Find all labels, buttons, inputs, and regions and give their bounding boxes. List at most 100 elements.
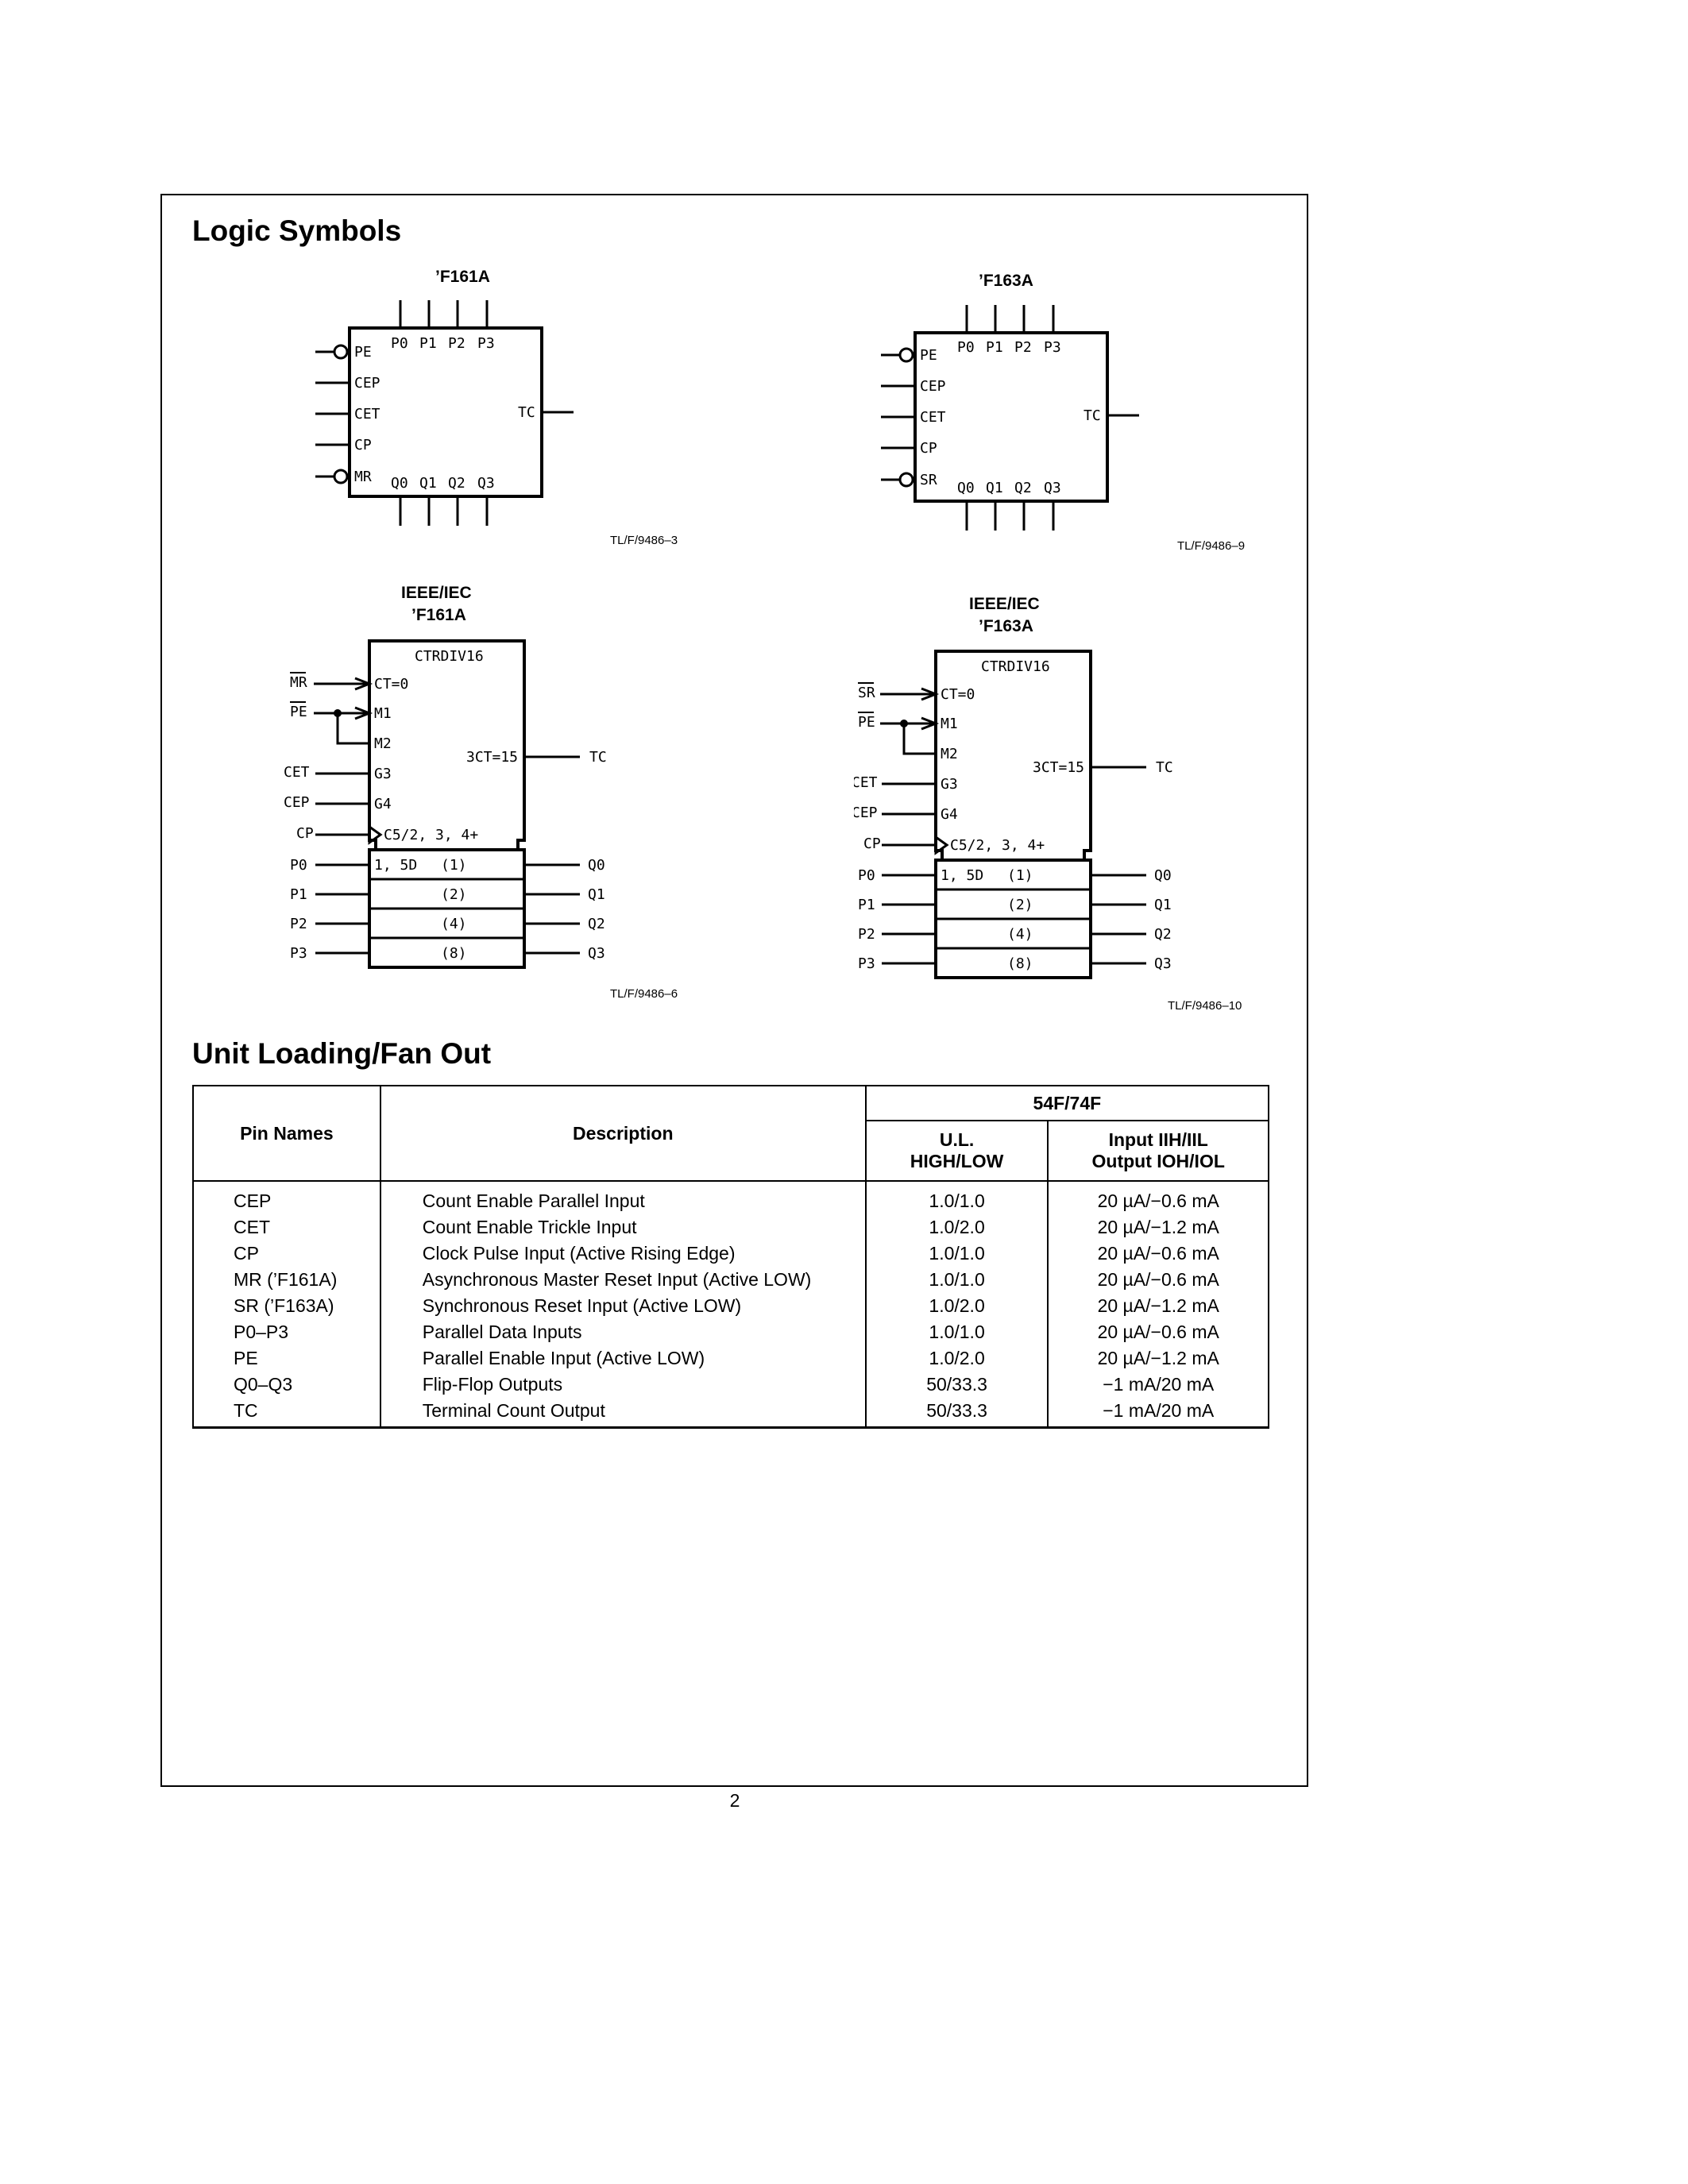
pin-cell: CET xyxy=(192,1214,381,1240)
ieee-f161a-block-title: CTRDIV16 xyxy=(415,648,484,665)
ieee-f161a-clock: C5/2, 3, 4+ xyxy=(384,827,478,843)
unit-loading-title: Unit Loading/Fan Out xyxy=(192,1037,492,1070)
desc-cell: Count Enable Trickle Input xyxy=(379,1214,867,1240)
ul-cell: 1.0/1.0 xyxy=(864,1266,1049,1292)
pin-cell: Q0–Q3 xyxy=(192,1371,381,1397)
family-header: 54F/74F xyxy=(864,1085,1270,1121)
f163a-q1: Q1 xyxy=(986,480,1003,496)
ieee-f163a-data-label: 1, 5D xyxy=(941,867,983,884)
ieee-f163a-g4: G4 xyxy=(941,806,958,823)
ieee-f161a-p1: P1 xyxy=(290,886,307,903)
ieee-f163a-q3: Q3 xyxy=(1154,955,1172,972)
desc-cell: Clock Pulse Input (Active Rising Edge) xyxy=(379,1240,867,1266)
f161a-pin-cep: CEP xyxy=(354,375,380,392)
desc-cell: Terminal Count Output xyxy=(379,1397,867,1429)
pin-names-header: Pin Names xyxy=(192,1085,381,1182)
f163a-pin-cep: CEP xyxy=(920,378,946,395)
io-header-line1: Input IIH/IIL xyxy=(1108,1129,1208,1150)
ieee-f161a-g3: G3 xyxy=(374,766,392,782)
io-cell: 20 µA/−1.2 mA xyxy=(1047,1214,1269,1240)
f163a-title: ’F163A xyxy=(979,272,1033,290)
ieee-f163a-p3: P3 xyxy=(858,955,875,972)
page-number: 2 xyxy=(729,1790,740,1811)
page-frame xyxy=(160,194,1308,1787)
ieee-f163a-p1: P1 xyxy=(858,897,875,913)
ieee-f163a-p2: P2 xyxy=(858,926,875,943)
logic-symbols-title: Logic Symbols xyxy=(192,214,402,247)
pin-cell: PE xyxy=(192,1345,381,1371)
ieee-f161a-terminal: 3CT=15 xyxy=(466,749,518,766)
f163a-pin-cet: CET xyxy=(920,409,946,426)
ieee-f163a-cp: CP xyxy=(863,835,881,852)
ieee-f163a-p0: P0 xyxy=(858,867,875,884)
table-row: PE Parallel Enable Input (Active LOW) 1.… xyxy=(192,1345,1269,1371)
ul-cell: 50/33.3 xyxy=(864,1397,1049,1429)
f161a-pin-cp: CP xyxy=(354,437,372,453)
ieee-f163a-ct0: CT=0 xyxy=(941,686,975,703)
ieee-f161a-w1: (1) xyxy=(441,857,467,874)
ieee-f161a-q1: Q1 xyxy=(588,886,605,903)
ieee-f161a-mr: MR xyxy=(290,674,307,691)
f163a-logic-symbol: ’F163A PE CEP CET CP SR TC P0 P1 P2 P3 Q… xyxy=(881,272,1245,553)
table-row: SR (’F163A) Synchronous Reset Input (Act… xyxy=(192,1292,1269,1318)
ieee-f163a-w8: (8) xyxy=(1007,955,1033,972)
ul-cell: 1.0/2.0 xyxy=(864,1345,1049,1371)
table-row: CET Count Enable Trickle Input 1.0/2.0 2… xyxy=(192,1214,1269,1240)
ieee-f161a-data-label: 1, 5D xyxy=(374,857,417,874)
f163a-pin-cp: CP xyxy=(920,440,937,457)
ieee-f161a-w4: (4) xyxy=(441,916,467,932)
ieee-f161a-q3: Q3 xyxy=(588,945,605,962)
ieee-f163a-w4: (4) xyxy=(1007,926,1033,943)
f161a-pin-tc: TC xyxy=(518,404,535,421)
ul-header-line2: HIGH/LOW xyxy=(910,1151,1004,1171)
ieee-f163a-q1: Q1 xyxy=(1154,897,1172,913)
f161a-pin-cet: CET xyxy=(354,406,380,423)
f163a-ref: TL/F/9486–9 xyxy=(1177,539,1245,553)
table-row: TC Terminal Count Output 50/33.3 −1 mA/2… xyxy=(192,1397,1269,1429)
ieee-f163a-tc: TC xyxy=(1156,759,1173,776)
desc-cell: Asynchronous Master Reset Input (Active … xyxy=(379,1266,867,1292)
ieee-f163a-cet: CET xyxy=(854,774,878,791)
pin-cell: CEP xyxy=(192,1181,381,1214)
ieee-f161a-cp: CP xyxy=(296,825,314,842)
table-row: MR (’F161A) Asynchronous Master Reset In… xyxy=(192,1266,1269,1292)
ul-cell: 50/33.3 xyxy=(864,1371,1049,1397)
io-cell: 20 µA/−1.2 mA xyxy=(1047,1292,1269,1318)
ieee-f161a-w8: (8) xyxy=(441,945,467,962)
pin-cell: SR (’F163A) xyxy=(192,1292,381,1318)
ieee-f163a-q0: Q0 xyxy=(1154,867,1172,884)
desc-cell: Parallel Data Inputs xyxy=(379,1318,867,1345)
f161a-q0: Q0 xyxy=(391,475,408,492)
unit-loading-table: Pin Names Description 54F/74F U.L. HIGH/… xyxy=(192,1085,1270,1429)
f163a-p2: P2 xyxy=(1014,339,1032,356)
f163a-p3: P3 xyxy=(1044,339,1061,356)
io-cell: −1 mA/20 mA xyxy=(1047,1371,1269,1397)
ieee-f161a-cep: CEP xyxy=(284,794,310,811)
ieee-f161a-p0: P0 xyxy=(290,857,307,874)
ieee-f161a-q2: Q2 xyxy=(588,916,605,932)
desc-cell: Flip-Flop Outputs xyxy=(379,1371,867,1397)
ul-cell: 1.0/2.0 xyxy=(864,1214,1049,1240)
ul-header: U.L. HIGH/LOW xyxy=(864,1120,1049,1182)
f161a-q3: Q3 xyxy=(477,475,495,492)
io-cell: 20 µA/−0.6 mA xyxy=(1047,1181,1269,1214)
ieee-f161a-title-1: IEEE/IEC xyxy=(401,584,472,602)
io-header-line2: Output IOH/IOL xyxy=(1091,1151,1225,1171)
ieee-f161a-tc: TC xyxy=(589,749,607,766)
f163a-pin-sr: SR xyxy=(920,472,937,488)
table-row: CP Clock Pulse Input (Active Rising Edge… xyxy=(192,1240,1269,1266)
f161a-pin-pe: PE xyxy=(354,344,372,361)
ul-cell: 1.0/1.0 xyxy=(864,1181,1049,1214)
f161a-q2: Q2 xyxy=(448,475,465,492)
ieee-f161a-p2: P2 xyxy=(290,916,307,932)
io-cell: −1 mA/20 mA xyxy=(1047,1397,1269,1429)
desc-cell: Count Enable Parallel Input xyxy=(379,1181,867,1214)
table-row: Q0–Q3 Flip-Flop Outputs 50/33.3 −1 mA/20… xyxy=(192,1371,1269,1397)
f163a-q2: Q2 xyxy=(1014,480,1032,496)
ieee-f163a-block-title: CTRDIV16 xyxy=(981,658,1050,675)
ieee-f161a-symbol: IEEE/IEC ’F161A CTRDIV16 MR PE CET CEP C… xyxy=(284,584,678,1001)
ieee-f163a-pe: PE xyxy=(858,714,875,731)
desc-cell: Parallel Enable Input (Active LOW) xyxy=(379,1345,867,1371)
io-cell: 20 µA/−1.2 mA xyxy=(1047,1345,1269,1371)
ieee-f163a-cep: CEP xyxy=(854,805,878,821)
